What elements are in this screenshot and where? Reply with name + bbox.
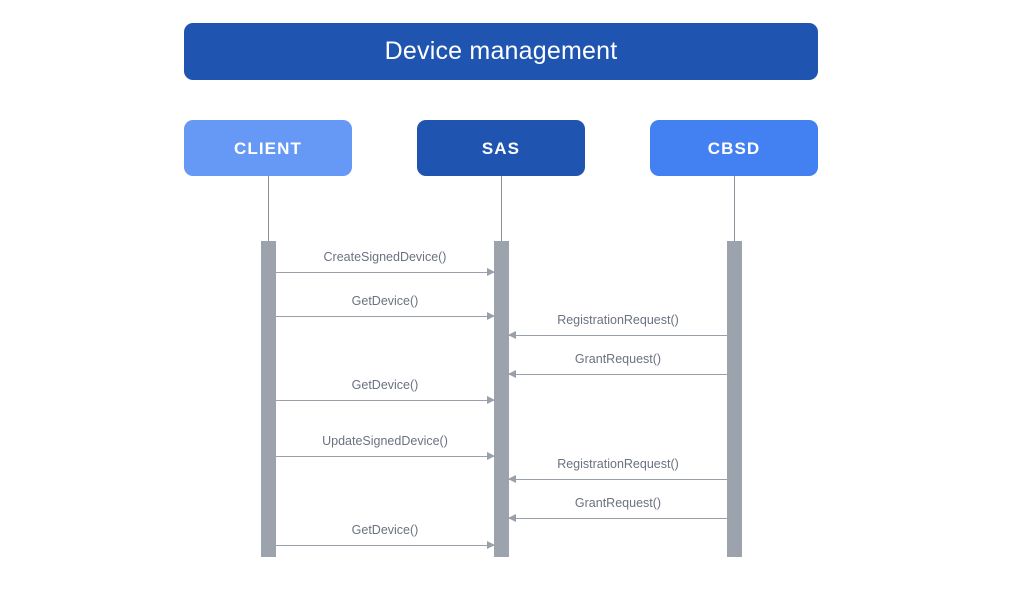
message-line-5 — [276, 400, 494, 401]
message-line-1 — [276, 272, 494, 273]
message-label-6: UpdateSignedDevice() — [322, 434, 448, 449]
message-line-9 — [276, 545, 494, 546]
message-line-7 — [509, 479, 727, 480]
message-label-7: RegistrationRequest() — [557, 457, 679, 472]
arrowhead-right-2 — [487, 312, 495, 320]
message-label-4: GrantRequest() — [574, 352, 662, 367]
message-label-8: GrantRequest() — [574, 496, 662, 511]
arrowhead-right-1 — [487, 268, 495, 276]
arrowhead-left-3 — [508, 331, 516, 339]
message-line-4 — [509, 374, 727, 375]
message-label-1: CreateSignedDevice() — [323, 250, 447, 265]
lifeline-sas — [501, 176, 502, 242]
arrowhead-left-7 — [508, 475, 516, 483]
lifeline-client — [268, 176, 269, 242]
activation-bar-sas — [494, 241, 509, 557]
participant-box-client[interactable]: CLIENT — [184, 120, 352, 176]
arrowhead-right-9 — [487, 541, 495, 549]
message-line-6 — [276, 456, 494, 457]
message-line-2 — [276, 316, 494, 317]
arrowhead-right-6 — [487, 452, 495, 460]
participant-box-cbsd[interactable]: CBSD — [650, 120, 818, 176]
message-line-3 — [509, 335, 727, 336]
participant-label-cbsd: CBSD — [707, 138, 761, 158]
lifeline-cbsd — [734, 176, 735, 242]
activation-bar-client — [261, 241, 276, 557]
message-label-5: GetDevice() — [351, 378, 419, 393]
arrowhead-left-8 — [508, 514, 516, 522]
message-label-2: GetDevice() — [351, 294, 419, 309]
arrowhead-right-5 — [487, 396, 495, 404]
message-line-8 — [509, 518, 727, 519]
activation-bar-cbsd — [727, 241, 742, 557]
message-label-3: RegistrationRequest() — [557, 313, 679, 328]
participant-label-client: CLIENT — [234, 138, 302, 158]
participant-label-sas: SAS — [481, 138, 521, 158]
diagram-title-text: Device management — [384, 37, 618, 65]
arrowhead-left-4 — [508, 370, 516, 378]
message-label-9: GetDevice() — [351, 523, 419, 538]
diagram-title-banner: Device management — [184, 23, 818, 80]
participant-box-sas[interactable]: SAS — [417, 120, 585, 176]
